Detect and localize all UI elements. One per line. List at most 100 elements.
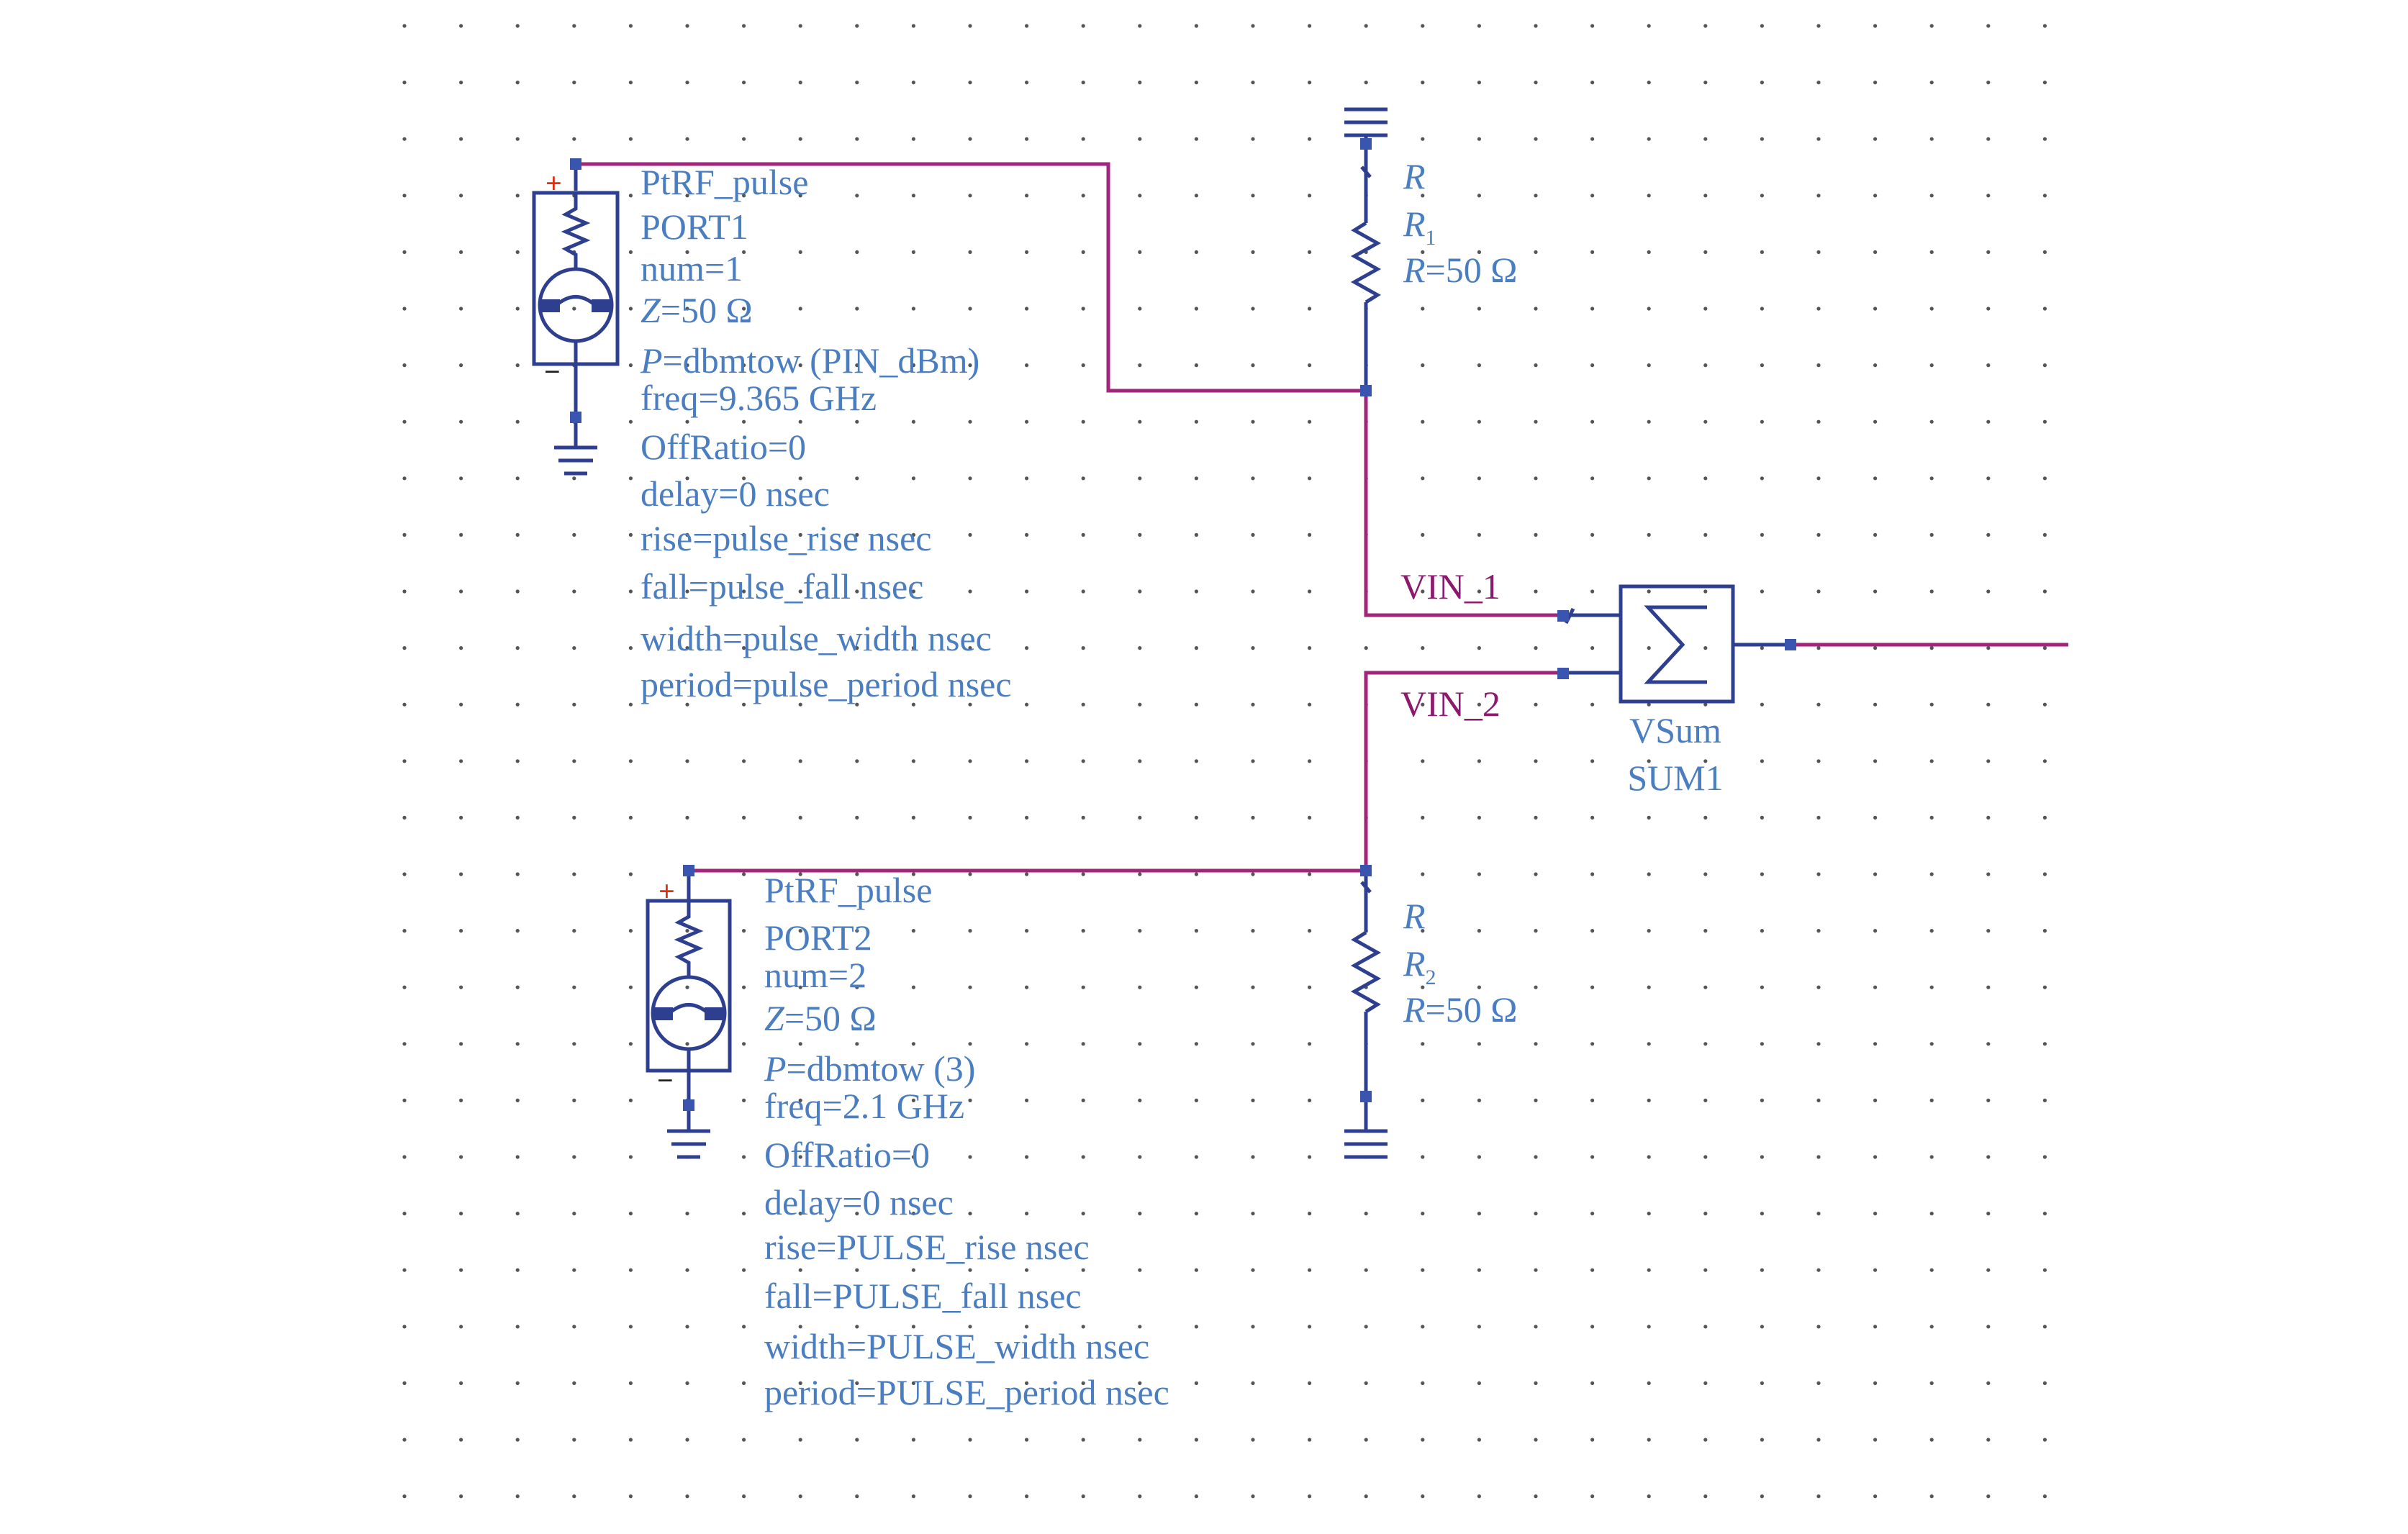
grid-dot bbox=[798, 815, 802, 820]
grid-dot bbox=[1986, 1268, 1991, 1272]
grid-dot bbox=[402, 137, 407, 141]
grid-dot bbox=[459, 589, 463, 594]
grid-dot bbox=[968, 476, 972, 481]
grid-dot bbox=[685, 476, 689, 481]
source-port2[interactable]: + − bbox=[646, 865, 732, 1159]
grid-dot bbox=[911, 1381, 915, 1385]
port1-param-delay: delay=0 nsec bbox=[641, 473, 830, 514]
grid-dot bbox=[1590, 815, 1595, 820]
grid-dot bbox=[1138, 476, 1142, 481]
grid-dot bbox=[1873, 24, 1878, 28]
r1-value: R=50 Ω bbox=[1403, 250, 1517, 290]
grid-dot bbox=[1251, 929, 1255, 933]
grid-dot bbox=[742, 1155, 746, 1159]
grid-dot bbox=[1647, 419, 1651, 424]
grid-dot bbox=[798, 589, 802, 594]
grid-dot bbox=[1590, 476, 1595, 481]
grid-dot bbox=[1081, 363, 1085, 368]
grid-dot bbox=[1251, 1042, 1255, 1046]
grid-dot bbox=[1081, 419, 1085, 424]
grid-dot bbox=[628, 872, 633, 876]
grid-dot bbox=[1194, 307, 1198, 311]
grid-dot bbox=[1873, 476, 1878, 481]
grid-dot bbox=[572, 1325, 576, 1329]
grid-dot bbox=[628, 24, 633, 28]
grid-dot bbox=[572, 759, 576, 763]
grid-dot bbox=[1025, 589, 1029, 594]
grid-dot bbox=[911, 1042, 915, 1046]
grid-dot bbox=[1647, 702, 1651, 707]
grid-dot bbox=[968, 137, 972, 141]
grid-dot bbox=[1081, 1155, 1085, 1159]
grid-dot bbox=[515, 363, 520, 368]
grid-dot bbox=[1194, 24, 1198, 28]
grid-dot bbox=[968, 81, 972, 85]
grid-dot bbox=[402, 307, 407, 311]
grid-dot bbox=[968, 1098, 972, 1102]
grid-dot bbox=[1477, 307, 1481, 311]
grid-dot bbox=[798, 81, 802, 85]
r1-type: R bbox=[1403, 156, 1426, 196]
grid-dot bbox=[1477, 1155, 1481, 1159]
wire-node1-to-vin1[interactable] bbox=[1364, 391, 1563, 617]
grid-dot bbox=[1477, 1098, 1481, 1102]
grid-dot bbox=[685, 1268, 689, 1272]
grid-dot bbox=[1025, 1381, 1029, 1385]
grid-dot bbox=[798, 702, 802, 707]
grid-dot bbox=[685, 363, 689, 368]
resistor-r2[interactable] bbox=[1344, 865, 1388, 1159]
wire-port1-to-node1[interactable] bbox=[576, 162, 1366, 393]
grid-dot bbox=[742, 1325, 746, 1329]
grid-dot bbox=[1477, 24, 1481, 28]
grid-dot bbox=[1308, 759, 1312, 763]
grid-dot bbox=[1647, 24, 1651, 28]
grid-dot bbox=[911, 1494, 915, 1499]
grid-dot bbox=[1251, 1212, 1255, 1216]
source-port1[interactable]: + − bbox=[532, 158, 620, 476]
grid-dot bbox=[1308, 1098, 1312, 1102]
grid-dot bbox=[572, 532, 576, 537]
grid-dot bbox=[685, 815, 689, 820]
grid-dot bbox=[2042, 307, 2047, 311]
grid-dot bbox=[685, 81, 689, 85]
port1-param-period: period=pulse_period nsec bbox=[641, 664, 1012, 704]
grid-dot bbox=[628, 307, 633, 311]
grid-dot bbox=[1816, 137, 1821, 141]
grid-dot bbox=[2042, 1438, 2047, 1442]
grid-dot bbox=[1873, 589, 1878, 594]
grid-dot bbox=[1421, 476, 1425, 481]
grid-dot bbox=[1138, 194, 1142, 198]
grid-dot bbox=[1590, 702, 1595, 707]
grid-dot bbox=[685, 929, 689, 933]
grid-dot bbox=[1025, 1098, 1029, 1102]
grid-dot bbox=[459, 81, 463, 85]
grid-dot bbox=[572, 24, 576, 28]
grid-dot bbox=[1647, 363, 1651, 368]
grid-dot bbox=[459, 872, 463, 876]
summer-sum1[interactable]: Σ bbox=[0, 0, 1796, 704]
grid-dot bbox=[402, 759, 407, 763]
grid-dot bbox=[1929, 929, 1934, 933]
grid-dot bbox=[1477, 81, 1481, 85]
grid-dot bbox=[1986, 1381, 1991, 1385]
grid-dot bbox=[2042, 1098, 2047, 1102]
grid-dot bbox=[1477, 985, 1481, 989]
grid-dot bbox=[1760, 1494, 1764, 1499]
grid-dot bbox=[2042, 589, 2047, 594]
grid-dot bbox=[685, 1212, 689, 1216]
grid-dot bbox=[2042, 1268, 2047, 1272]
grid-dot bbox=[1364, 1494, 1368, 1499]
grid-dot bbox=[572, 815, 576, 820]
grid-dot bbox=[1477, 363, 1481, 368]
grid-dot bbox=[1534, 759, 1538, 763]
grid-dot bbox=[1590, 1268, 1595, 1272]
wire-vin2-to-node2[interactable] bbox=[1364, 671, 1563, 871]
grid-dot bbox=[1081, 307, 1085, 311]
grid-dot bbox=[742, 194, 746, 198]
grid-dot bbox=[1138, 1494, 1142, 1499]
grid-dot bbox=[911, 702, 915, 707]
grid-dot bbox=[742, 307, 746, 311]
grid-dot bbox=[1760, 250, 1764, 254]
grid-dot bbox=[1081, 1042, 1085, 1046]
